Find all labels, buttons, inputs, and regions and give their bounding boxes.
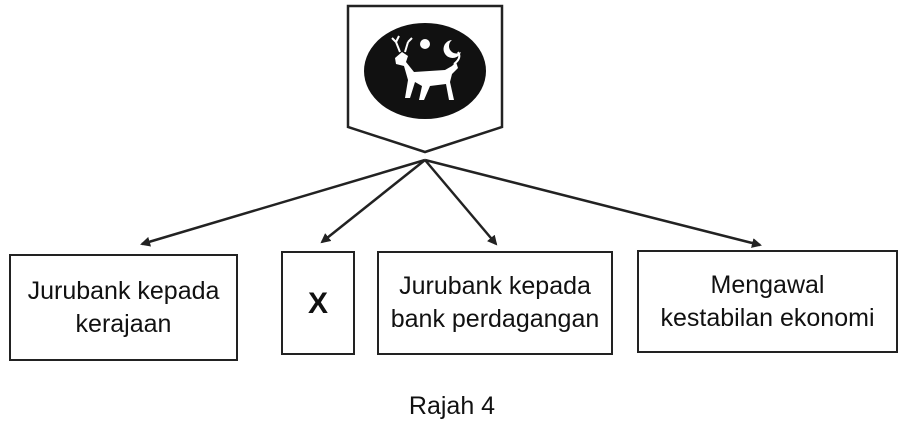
arrow-to-box-4 bbox=[424, 158, 762, 248]
box-label: X bbox=[307, 286, 328, 320]
box-unknown-x: X bbox=[281, 251, 355, 355]
box-control-economic-stability: Mengawal kestabilan ekonomi bbox=[637, 250, 898, 353]
box-label: Jurubank kepada bank perdagangan bbox=[390, 272, 600, 333]
kijang-emas-logo-icon bbox=[364, 23, 486, 119]
shield-emblem bbox=[346, 4, 504, 154]
box-banker-to-commercial-banks: Jurubank kepada bank perdagangan bbox=[377, 251, 613, 355]
figure-caption: Rajah 4 bbox=[408, 392, 496, 420]
connector-arrows bbox=[140, 158, 762, 248]
box-label: Jurubank kepada kerajaan bbox=[27, 276, 220, 338]
arrow-to-box-3 bbox=[424, 159, 498, 246]
arrow-to-box-2 bbox=[320, 159, 426, 244]
box-banker-to-government: Jurubank kepada kerajaan bbox=[9, 254, 238, 361]
box-label: Mengawal kestabilan ekonomi bbox=[660, 270, 875, 332]
arrow-to-box-1 bbox=[140, 158, 426, 247]
